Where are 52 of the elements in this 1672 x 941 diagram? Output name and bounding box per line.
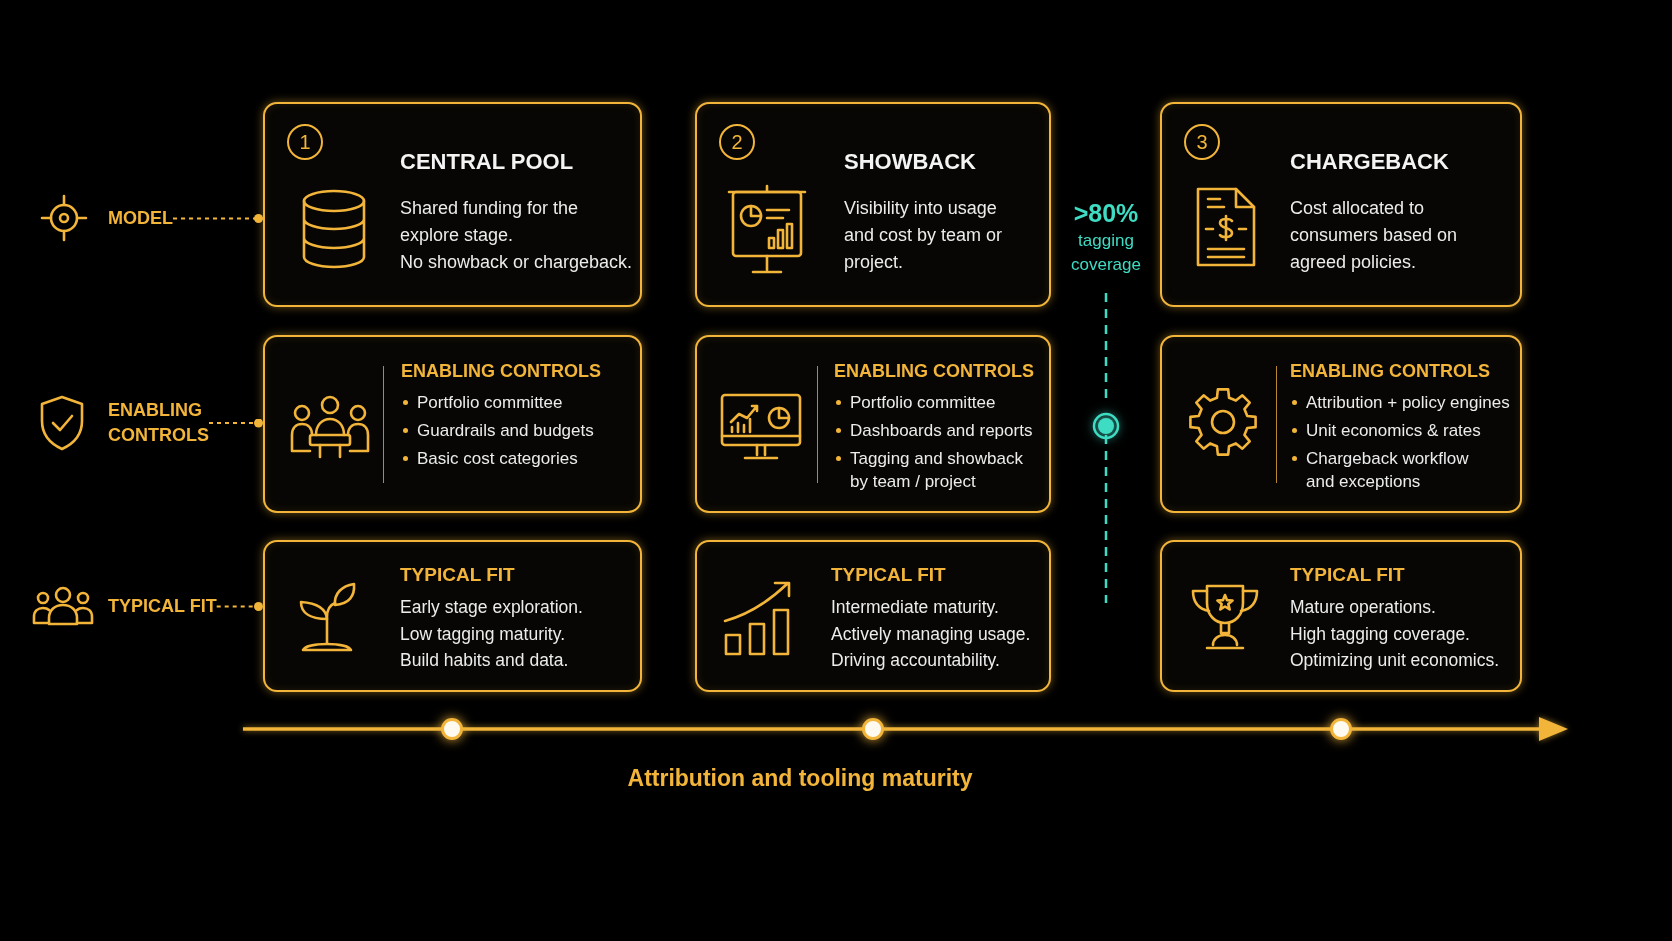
card-description: Visibility into usage and cost by team or project. — [844, 197, 1004, 274]
bullet-item: Basic cost categories — [401, 447, 636, 470]
card-description: Intermediate maturity. — [831, 596, 1000, 619]
bullet-item: Dashboards and reports — [834, 419, 1044, 442]
controls-card — [1160, 335, 1522, 513]
card-title: CHARGEBACK — [1290, 148, 1449, 176]
bullet-item: Attribution + policy engines — [1290, 391, 1518, 414]
model-card — [263, 102, 642, 307]
row-label: MODEL — [108, 206, 173, 231]
card-description: Early stage exploration. — [400, 596, 584, 619]
card-description: Mature operations. — [1290, 596, 1437, 619]
step-number: 1 — [287, 124, 323, 160]
model-card — [1160, 102, 1522, 307]
step-number: 2 — [719, 124, 755, 160]
leader-line — [215, 602, 264, 611]
card-description: Low tagging maturity. — [400, 622, 567, 646]
model-card — [695, 102, 1051, 307]
card-title: SHOWBACK — [844, 148, 976, 176]
axis-label: Attribution and tooling maturity — [627, 764, 973, 792]
card-title: CENTRAL POOL — [400, 148, 574, 176]
leader-line — [208, 418, 264, 428]
bullet-item: Portfolio committee — [834, 391, 1044, 414]
coverage-caption: tagging coverage — [1071, 230, 1141, 276]
card-description: Driving accountability. — [831, 649, 1001, 672]
bullet-item: Portfolio committee — [401, 391, 636, 414]
bullet-item: Guardrails and budgets — [401, 419, 636, 442]
section-heading: ENABLING CONTROLS — [834, 360, 1034, 383]
card-description: Build habits and data. — [400, 649, 570, 672]
card-description: High tagging coverage. — [1290, 622, 1471, 646]
coverage-percentage: >80% — [1073, 198, 1139, 228]
leader-line — [172, 214, 264, 223]
fit-card — [1160, 540, 1522, 692]
card-description: Actively managing usage. — [831, 622, 1032, 646]
section-heading: TYPICAL FIT — [1290, 563, 1405, 587]
controls-card — [695, 335, 1051, 513]
card-description: Cost allocated to consumers based on agreed policies. — [1290, 197, 1459, 274]
section-heading: ENABLING CONTROLS — [401, 360, 601, 383]
bullet-item: Unit economics & rates — [1290, 419, 1518, 442]
card-description: Shared funding for the explore stage. — [400, 197, 580, 247]
row-label: TYPICAL FIT — [108, 594, 217, 619]
card-description: No showback or chargeback. — [400, 251, 634, 274]
section-heading: TYPICAL FIT — [831, 563, 946, 587]
section-heading: TYPICAL FIT — [400, 563, 515, 587]
fit-card — [695, 540, 1051, 692]
row-label: ENABLING CONTROLS — [108, 398, 209, 448]
card-description: Optimizing unit economics. — [1290, 649, 1501, 672]
step-number: 3 — [1184, 124, 1220, 160]
controls-card — [263, 335, 642, 513]
bullet-item: Chargeback workflow and exceptions — [1290, 447, 1518, 493]
fit-card — [263, 540, 642, 692]
bullet-item: Tagging and showback by team / project — [834, 447, 1044, 493]
section-heading: ENABLING CONTROLS — [1290, 360, 1490, 383]
